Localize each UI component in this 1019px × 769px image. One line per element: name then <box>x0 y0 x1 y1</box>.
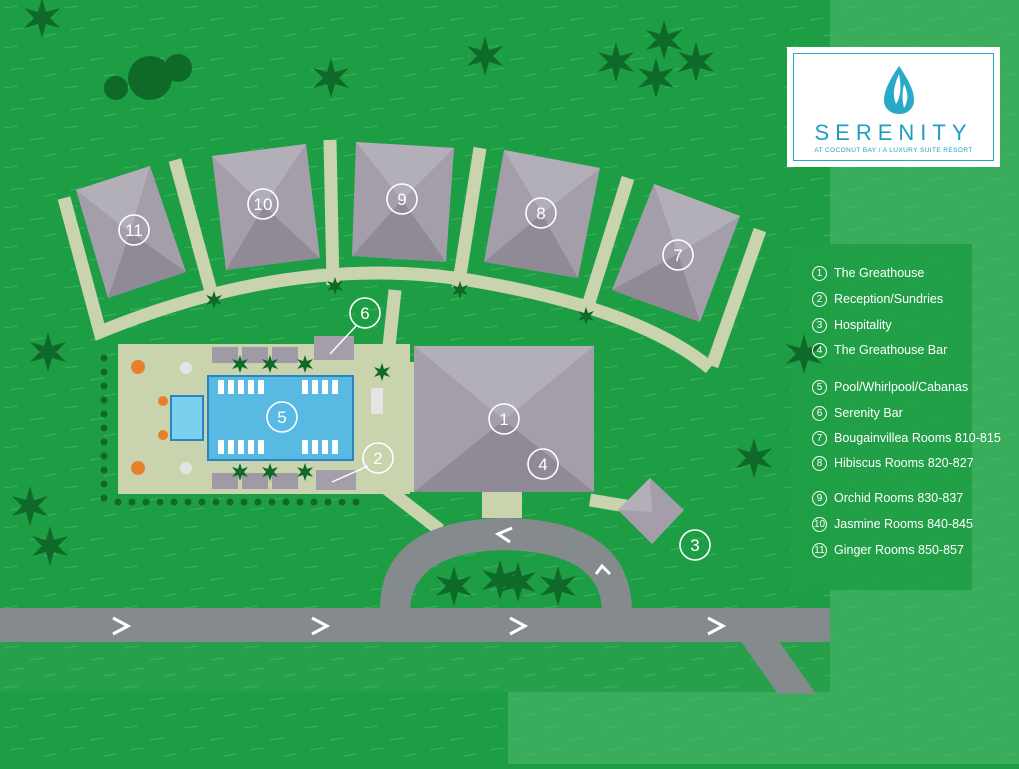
marker-1-label: 1 <box>499 410 508 429</box>
marker-3-label: 3 <box>690 536 699 555</box>
building-9 <box>352 142 454 262</box>
legend-item: 3 Hospitality <box>812 315 892 335</box>
legend-item: 6 Serenity Bar <box>812 403 903 423</box>
legend-number: 10 <box>812 516 827 532</box>
legend-number: 3 <box>812 317 827 333</box>
marker-7 <box>662 239 694 271</box>
marker-5 <box>266 401 298 433</box>
logo-wordmark: SERENITY <box>814 120 973 145</box>
building-serenity-bar <box>314 336 354 360</box>
legend-label: Ginger Rooms 850-857 <box>834 543 964 557</box>
legend-item: 8 Hibiscus Rooms 820-827 <box>812 453 974 473</box>
marker-11-label: 11 <box>125 221 143 240</box>
marker-6-label: 6 <box>360 304 369 323</box>
marker-9 <box>386 183 418 215</box>
marker-3 <box>679 529 711 561</box>
legend-label: Hibiscus Rooms 820-827 <box>834 456 974 470</box>
legend-number: 8 <box>812 455 827 471</box>
legend-number: 4 <box>812 342 827 358</box>
whirlpool <box>170 395 204 441</box>
legend-label: Hospitality <box>834 318 892 332</box>
building-8 <box>484 150 600 278</box>
legend-number: 5 <box>812 379 827 395</box>
marker-11 <box>118 214 150 246</box>
legend-label: The Greathouse Bar <box>834 343 948 357</box>
serenity-logo: SERENITY AT COCONUT BAY / A LUXURY SUITE… <box>787 47 1000 167</box>
marker-8-label: 8 <box>536 204 545 223</box>
legend-label: Serenity Bar <box>834 406 903 420</box>
legend-item: 11 Ginger Rooms 850-857 <box>812 540 964 560</box>
building-7 <box>612 184 740 322</box>
legend-number: 7 <box>812 430 827 446</box>
marker-9-label: 9 <box>397 190 406 209</box>
legend-item: 9 Orchid Rooms 830-837 <box>812 488 963 508</box>
legend-item: 7 Bougainvillea Rooms 810-815 <box>812 428 1001 448</box>
legend-number: 9 <box>812 490 827 506</box>
legend-item: 5 Pool/Whirlpool/Cabanas <box>812 377 968 397</box>
logo-tagline: AT COCONUT BAY / A LUXURY SUITE RESORT <box>814 147 973 154</box>
legend-label: Orchid Rooms 830-837 <box>834 491 964 505</box>
legend-item: 2 Reception/Sundries <box>812 289 943 309</box>
walkways <box>57 139 767 536</box>
map-markers <box>118 183 711 561</box>
marker-5-label: 5 <box>277 408 286 427</box>
marker-4 <box>527 448 559 480</box>
marker-7-label: 7 <box>673 246 682 265</box>
marker-1 <box>488 403 520 435</box>
legend-number: 1 <box>812 265 827 281</box>
legend-label: Jasmine Rooms 840-845 <box>834 517 973 531</box>
marker-6 <box>349 297 381 329</box>
legend-item: 1 The Greathouse <box>812 263 924 283</box>
legend-number: 6 <box>812 405 827 421</box>
marker-10-label: 10 <box>254 195 273 214</box>
building-10 <box>212 144 320 270</box>
marker-10 <box>247 188 279 220</box>
marker-2 <box>362 442 394 474</box>
legend-number: 11 <box>812 542 827 558</box>
trees <box>12 0 822 606</box>
legend-label: Bougainvillea Rooms 810-815 <box>834 431 1001 445</box>
legend-label: Pool/Whirlpool/Cabanas <box>834 380 969 394</box>
water-drop-icon <box>884 66 914 114</box>
building-greathouse <box>414 346 594 492</box>
marker-8 <box>525 197 557 229</box>
legend-number: 2 <box>812 291 827 307</box>
marker-4-label: 4 <box>538 455 547 474</box>
legend-label: Reception/Sundries <box>834 292 944 306</box>
road <box>0 518 830 694</box>
building-hospitality <box>618 478 684 544</box>
legend-item: 10 Jasmine Rooms 840-845 <box>812 514 973 534</box>
legend-item: 4 The Greathouse Bar <box>812 340 947 360</box>
legend-label: The Greathouse <box>834 266 925 280</box>
marker-2-label: 2 <box>373 449 382 468</box>
